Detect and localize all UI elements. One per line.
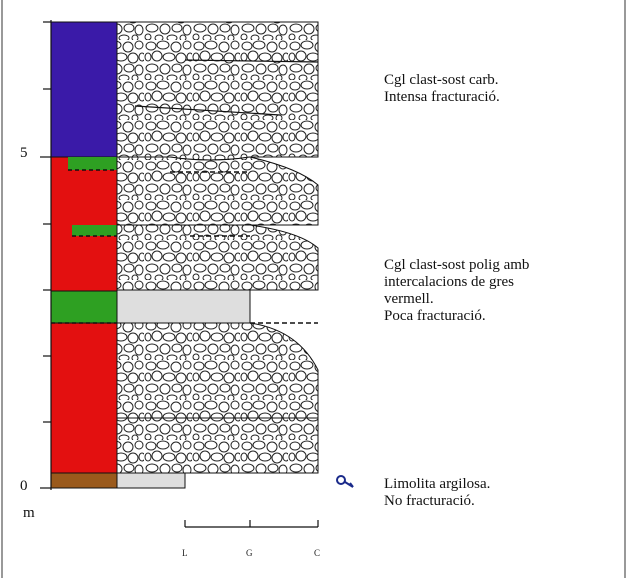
description-line: vermell. bbox=[384, 291, 434, 307]
grain-size-label-c: C bbox=[314, 548, 321, 558]
description-line: intercalacions de gres bbox=[384, 274, 514, 290]
description-lower-unit: Limolita argilosa. No fracturació. bbox=[384, 476, 490, 510]
description-line: Intensa fracturació. bbox=[384, 89, 500, 105]
description-upper-unit: Cgl clast-sost carb. Intensa fracturació… bbox=[384, 72, 500, 106]
conglomerate-bed-2 bbox=[116, 224, 319, 291]
conglomerate-upper-bed bbox=[116, 21, 319, 161]
mudstone-bed bbox=[116, 472, 186, 489]
grain-size-label-g: G bbox=[246, 548, 253, 558]
scale-label-5: 5 bbox=[20, 145, 28, 161]
fossil-trace-icon bbox=[336, 475, 354, 488]
grain-size-label-l: L bbox=[182, 548, 188, 558]
conglomerate-lower-bed bbox=[116, 322, 319, 474]
scale-unit-label: m bbox=[23, 505, 35, 521]
conglomerate-bed-3 bbox=[116, 156, 319, 226]
green-band-middle bbox=[72, 225, 117, 236]
green-band-lower bbox=[50, 290, 118, 324]
grain-size-axis bbox=[184, 520, 319, 528]
scale-ticks bbox=[40, 21, 51, 489]
description-line: Cgl clast-sost carb. bbox=[384, 72, 499, 88]
green-band-upper bbox=[68, 157, 117, 170]
description-line: No fracturació. bbox=[384, 493, 475, 509]
description-middle-unit: Cgl clast-sost polig amb intercalacions … bbox=[384, 257, 529, 325]
description-line: Limolita argilosa. bbox=[384, 476, 491, 492]
blue-interval bbox=[50, 21, 118, 158]
scale-label-0: 0 bbox=[20, 478, 28, 494]
description-line: Cgl clast-sost polig amb bbox=[384, 257, 530, 273]
sandstone-bed bbox=[116, 289, 251, 324]
description-line: Poca fracturació. bbox=[384, 308, 486, 324]
brown-interval bbox=[50, 472, 118, 489]
